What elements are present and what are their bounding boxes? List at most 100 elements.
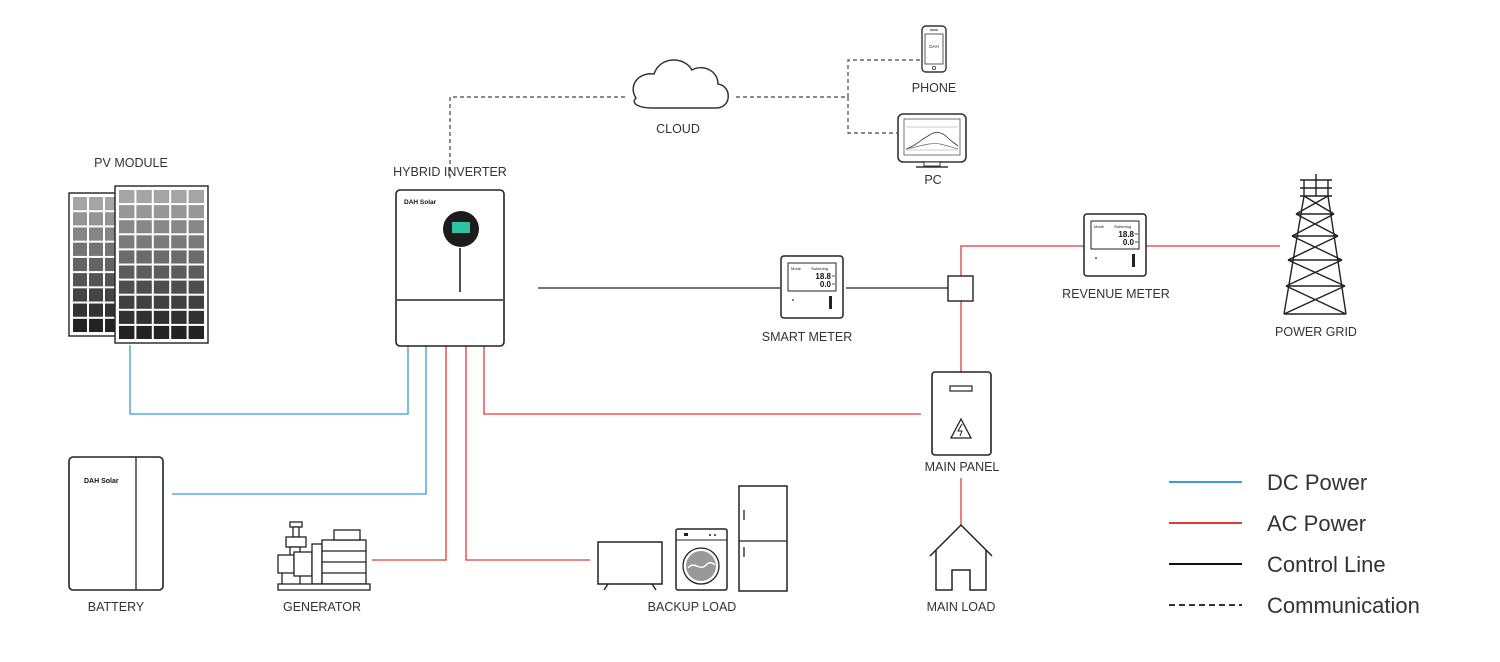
solar-cell [89, 288, 103, 302]
pc-label: PC [924, 173, 941, 187]
cloud-icon [632, 59, 729, 109]
solar-cell [188, 310, 204, 324]
solar-cell [171, 220, 187, 234]
solar-cell [119, 205, 135, 219]
tv-icon [597, 541, 663, 591]
solar-cell [73, 227, 87, 241]
solar-cell [153, 295, 170, 309]
solar-cell [171, 295, 187, 309]
comm-cloud-devices [736, 59, 920, 134]
legend-label-ac: AC Power [1267, 511, 1366, 536]
hybrid-inverter-label: HYBRID INVERTER [393, 165, 507, 179]
backup-load-label: BACKUP LOAD [648, 600, 737, 614]
ac-power-lines [372, 245, 1280, 561]
solar-cell [171, 235, 187, 249]
solar-cell [153, 250, 170, 264]
solar-cell [171, 190, 187, 204]
solar-cell [188, 295, 204, 309]
ac-inverter-to-mainpanel [483, 346, 921, 415]
phone-icon: DAH [921, 25, 947, 73]
solar-cell [89, 318, 103, 332]
solar-cell [188, 205, 204, 219]
legend-label-control: Control Line [1267, 552, 1386, 577]
battery-label: BATTERY [88, 600, 145, 614]
smart-meter-label: SMART METER [762, 330, 853, 344]
meter-mode-text: Mode [791, 266, 802, 271]
washing-machine-icon [675, 528, 728, 591]
house-icon [929, 523, 993, 591]
solar-cell [73, 242, 87, 256]
solar-cell [89, 273, 103, 287]
solar-cell [119, 235, 135, 249]
solar-cell [188, 265, 204, 279]
solar-cell [188, 250, 204, 264]
solar-cell [171, 280, 187, 294]
main-panel-label: MAIN PANEL [925, 460, 1000, 474]
solar-cell [171, 265, 187, 279]
ac-backup-to-inverter [465, 346, 590, 561]
solar-cell [153, 310, 170, 324]
solar-cell [73, 257, 87, 272]
meter-value-2: 0.0 [1123, 238, 1135, 247]
pv-module-label: PV MODULE [94, 156, 168, 170]
solar-cell [188, 280, 204, 294]
refrigerator-icon [738, 485, 788, 592]
meter-value-1: 18.8 [1118, 230, 1134, 239]
junction-box [947, 275, 974, 302]
revenue-meter-label: REVENUE METER [1062, 287, 1170, 301]
meter-led [1095, 257, 1097, 259]
solar-cell [188, 235, 204, 249]
dc-pv-to-inverter [129, 345, 409, 415]
legend-label-comm: Communication [1267, 593, 1420, 618]
meter-indicator [1132, 254, 1135, 267]
solar-cell [171, 310, 187, 324]
solar-cell [136, 280, 152, 294]
solar-cell [153, 235, 170, 249]
solar-cell [119, 310, 135, 324]
meter-screen [787, 262, 837, 292]
meter-switch-text: Switching [811, 266, 828, 271]
solar-cell [136, 325, 152, 339]
solar-cell [119, 250, 135, 264]
hybrid-inverter-icon: DAH Solar [395, 189, 505, 347]
solar-cell [119, 190, 135, 204]
solar-cell [89, 227, 103, 241]
solar-cell [153, 325, 170, 339]
solar-cell [89, 197, 103, 211]
solar-cell [89, 303, 103, 317]
inverter-brand-logo: DAH Solar [404, 199, 437, 206]
solar-cell [119, 295, 135, 309]
solar-cell [171, 325, 187, 339]
phone-screen-logo: DAH [929, 44, 939, 49]
power-grid-tower-icon [1283, 174, 1347, 315]
backup-load-icons [597, 485, 788, 592]
solar-cell [171, 205, 187, 219]
legend-label-dc: DC Power [1267, 470, 1367, 495]
meter-value-2: 0.0 [820, 280, 832, 289]
solar-cell [136, 235, 152, 249]
generator-icon [277, 521, 371, 591]
solar-cell [171, 250, 187, 264]
solar-cell [119, 265, 135, 279]
pv-module-icon [68, 185, 209, 344]
meter-led [792, 299, 794, 301]
main-panel-icon [931, 371, 992, 456]
solar-cell [136, 265, 152, 279]
solar-cell [136, 220, 152, 234]
solar-cell [136, 250, 152, 264]
solar-cell [153, 190, 170, 204]
solar-cell [136, 190, 152, 204]
meter-screen [1090, 220, 1140, 250]
solar-cell [73, 197, 87, 211]
dc-battery-to-inverter [172, 346, 427, 495]
solar-cell [188, 220, 204, 234]
phone-label: PHONE [912, 81, 956, 95]
solar-cell [73, 212, 87, 226]
solar-cell [153, 265, 170, 279]
battery-icon: DAH Solar [68, 456, 164, 591]
ac-junction-to-revenue [960, 245, 1084, 276]
meter-value-1: 18.8 [815, 272, 831, 281]
communication-lines [449, 59, 920, 178]
